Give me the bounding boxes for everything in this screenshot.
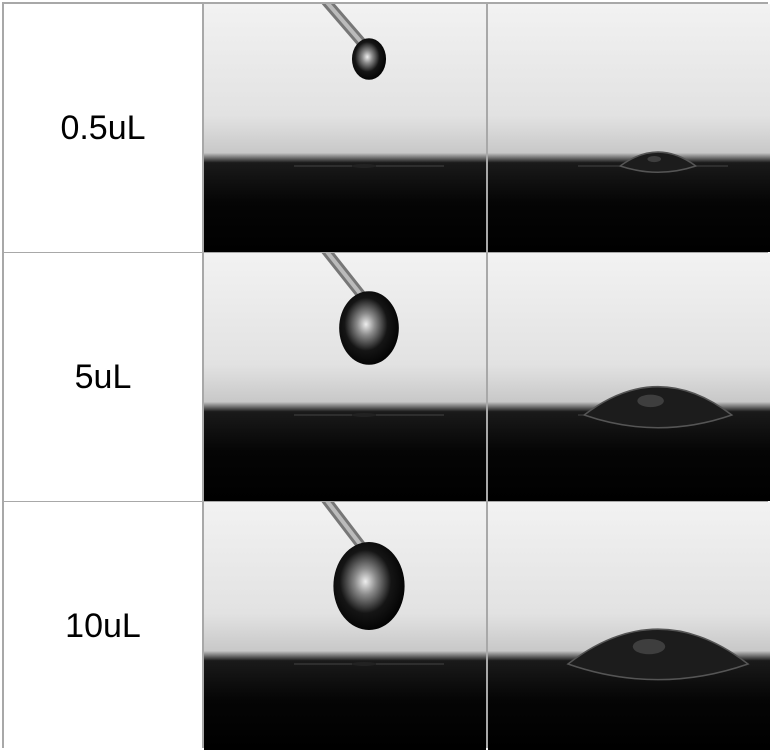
volume-label: 0.5uL	[60, 108, 146, 147]
pendant-drop-photo	[204, 253, 486, 501]
pendant-drop-photo	[204, 502, 486, 750]
sessile-drop-photo	[488, 4, 770, 252]
volume-label-cell: 10uL	[4, 502, 202, 750]
volume-label: 10uL	[65, 606, 141, 645]
volume-label-cell: 5uL	[4, 253, 202, 501]
volume-label-cell: 0.5uL	[4, 4, 202, 252]
sessile-drop-photo	[488, 253, 770, 501]
volume-label: 5uL	[74, 357, 132, 396]
pendant-drop-photo	[204, 4, 486, 252]
sessile-drop-photo	[488, 502, 770, 750]
